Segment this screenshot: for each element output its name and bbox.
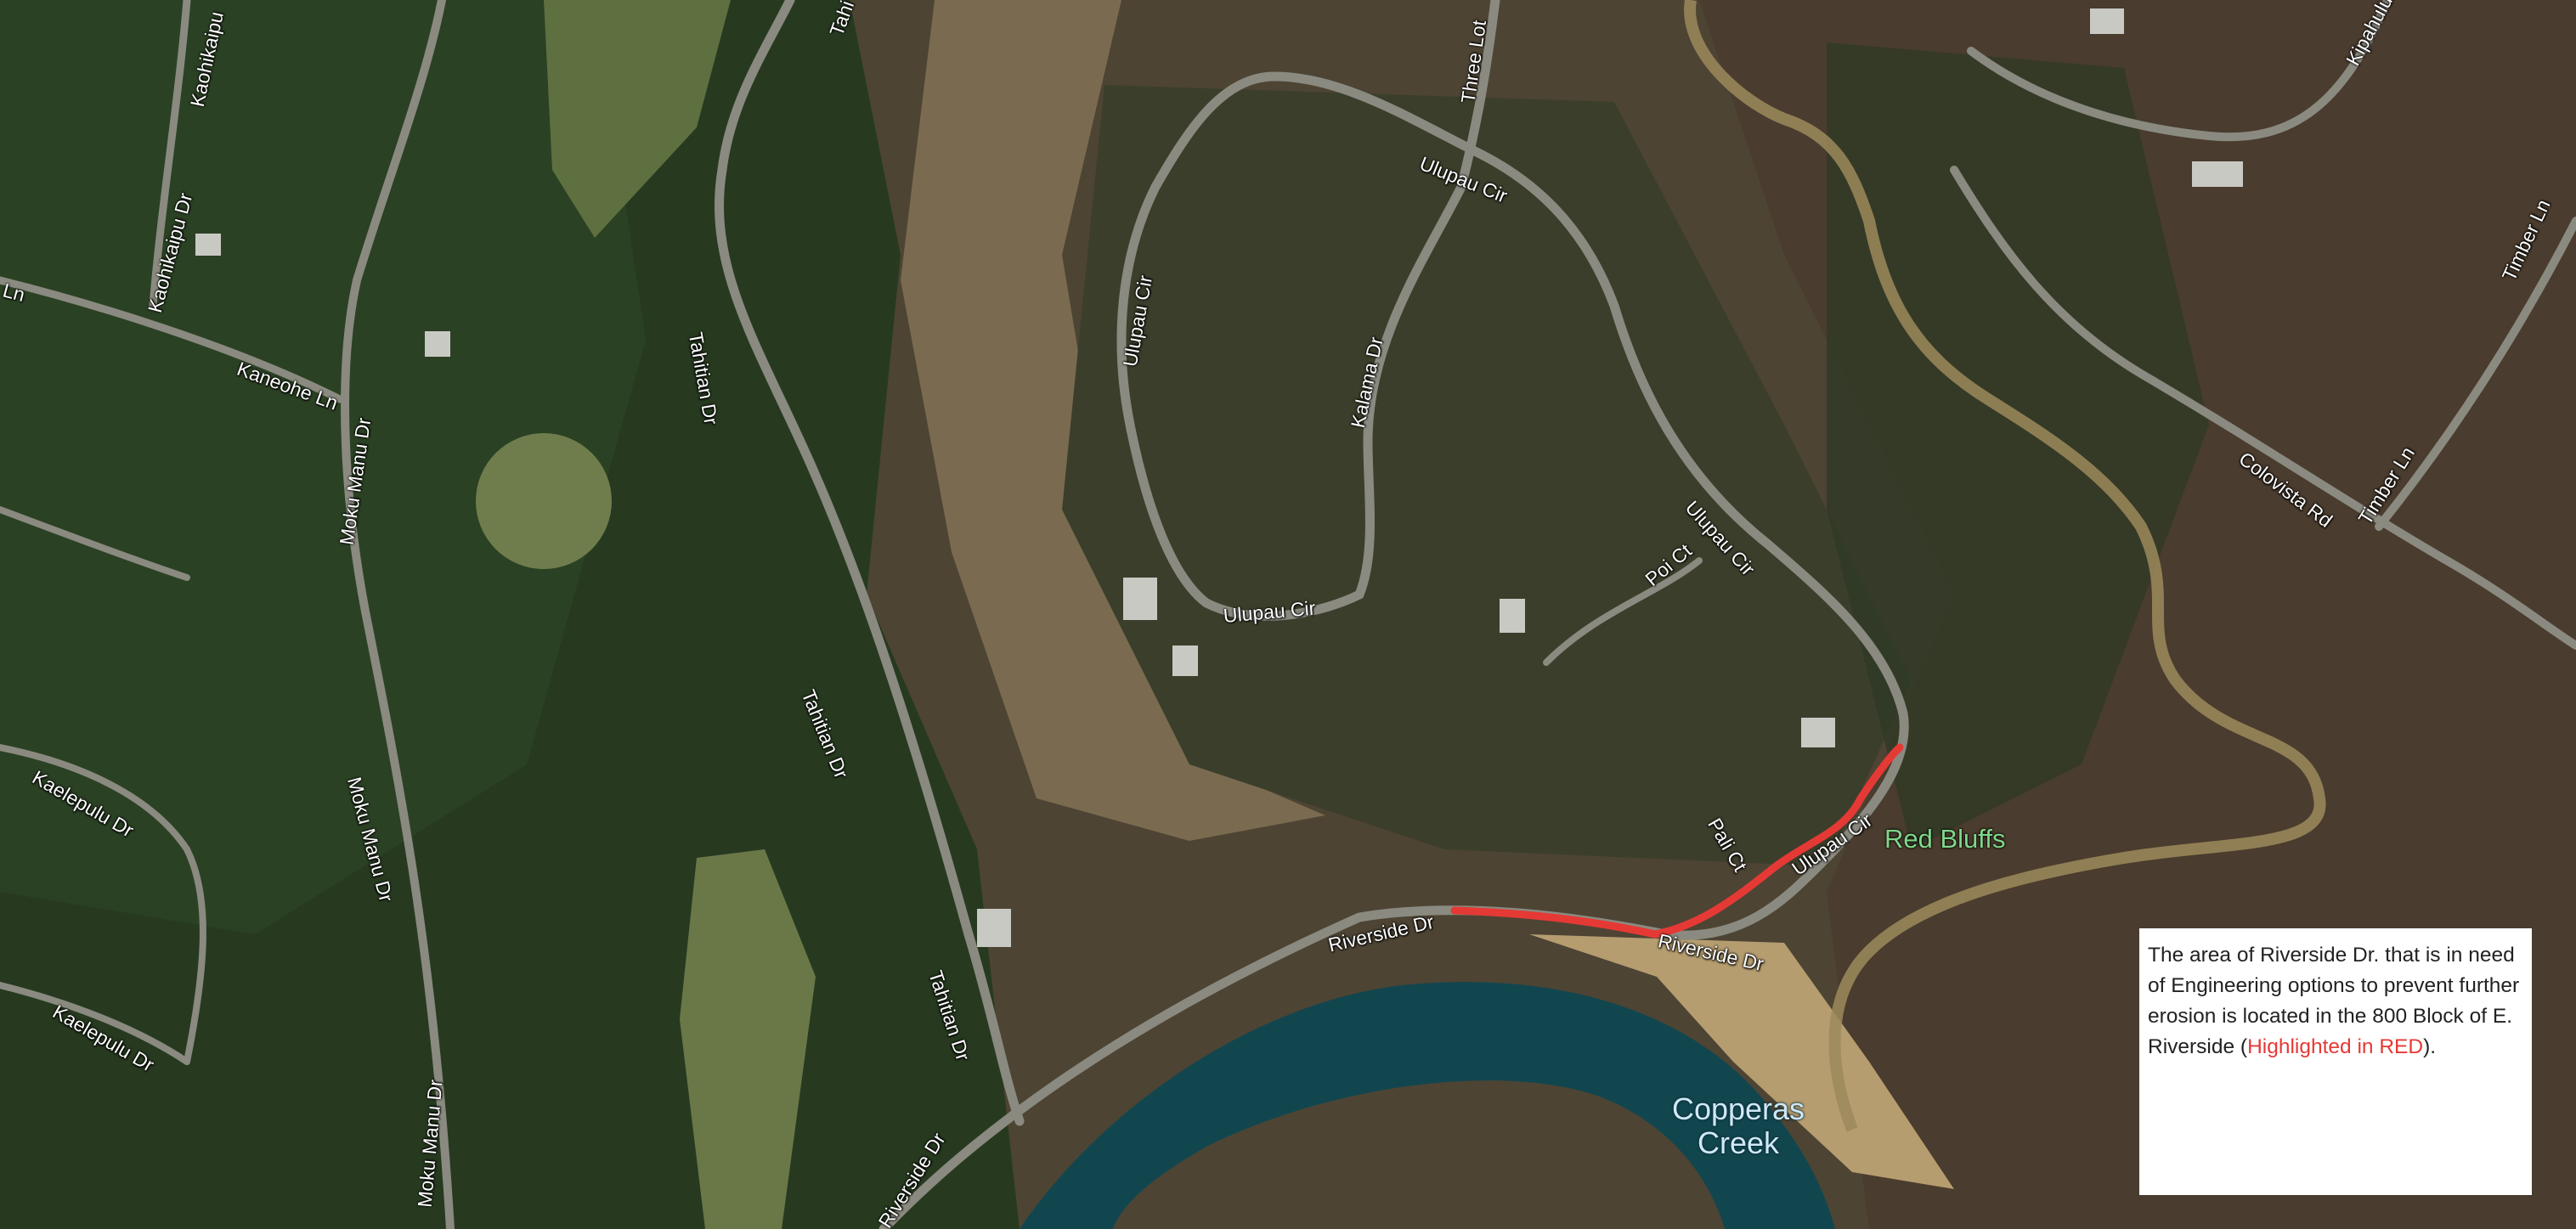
annotation-note: The area of Riverside Dr. that is in nee… [2139,928,2532,1195]
creek-bed [1684,0,2326,1132]
east-woods-dark [1827,42,2209,849]
place-label-red-bluffs: Red Bluffs [1884,824,2006,854]
dry-meadow [901,0,1325,841]
houses [195,8,2243,947]
central-woods [1062,85,1912,866]
grass-field-1 [476,433,612,569]
erosion-highlight [1450,743,1904,939]
note-text: The area of Riverside Dr. that is in nee… [2148,944,2520,1058]
note-tail: ). [2423,1035,2437,1058]
note-highlight: Highlighted in RED [2247,1035,2424,1058]
river [1020,982,1835,1229]
water-label-creek: Copperas Creek [1671,1091,1805,1160]
grass-field-3 [680,849,816,1229]
grass-field-2 [544,0,731,238]
